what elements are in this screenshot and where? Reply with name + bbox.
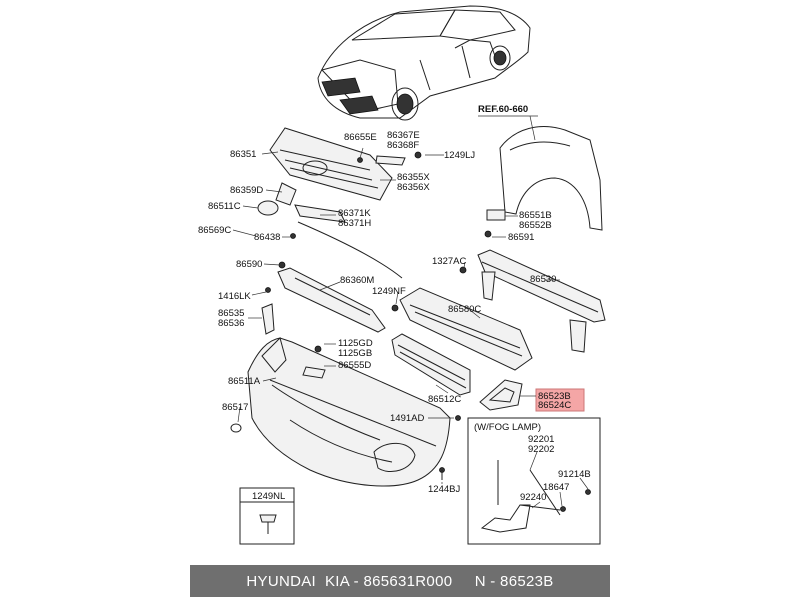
footer-text: HYUNDAI KIA - 865631R000 N - 86523B	[246, 572, 554, 590]
label-1491AD: 1491AD	[390, 413, 424, 424]
label-86536: 86536	[218, 318, 244, 329]
label-86551B: 86551B	[519, 210, 552, 221]
label-86524C: 86524C	[538, 400, 571, 411]
car-illustration	[317, 5, 531, 121]
label-86356X: 86356X	[397, 182, 430, 193]
label-86552B: 86552B	[519, 220, 552, 231]
label-86511A: 86511A	[228, 376, 261, 387]
radiator-grille	[257, 127, 422, 279]
label-1249NL: 1249NL	[252, 491, 285, 502]
bumper-beam	[459, 249, 606, 353]
label-1125GD: 1125GD	[338, 338, 373, 349]
label-86438: 86438	[254, 232, 280, 243]
label-86580C: 86580C	[448, 304, 481, 315]
label-86523B: 86523B	[538, 391, 571, 402]
footer-banner: HYUNDAI KIA - 865631R000 N - 86523B	[190, 565, 610, 597]
label-1249NF: 1249NF	[372, 286, 406, 297]
label-86535: 86535	[218, 308, 244, 319]
label-86367E: 86367E	[387, 130, 420, 141]
label-86360M: 86360M	[340, 275, 374, 286]
label-18647: 18647	[543, 482, 569, 493]
label-86512C: 86512C	[428, 394, 461, 405]
label-92202: 92202	[528, 444, 554, 455]
label-86371H: 86371H	[338, 218, 371, 229]
label-86511C: 86511C	[208, 201, 241, 212]
label-91214B: 91214B	[558, 469, 591, 480]
label-86591: 86591	[508, 232, 534, 243]
energy-absorber	[391, 287, 533, 371]
leader-lines	[232, 147, 589, 509]
label-86530: 86530	[530, 274, 556, 285]
label-1327AC: 1327AC	[432, 256, 466, 267]
label-1125GB: 1125GB	[338, 348, 372, 359]
label-1244BJ: 1244BJ	[428, 484, 460, 495]
side-bracket	[261, 287, 275, 335]
label-86555D: 86555D	[338, 360, 371, 371]
label-86655E: 86655E	[344, 132, 377, 143]
fog-lamp-bezel	[479, 379, 523, 411]
ref-label: REF.60-660	[478, 104, 528, 115]
label-86368F: 86368F	[387, 140, 419, 151]
front-bumper-cover	[230, 337, 461, 487]
clip-box	[239, 487, 295, 545]
label-86371K: 86371K	[338, 208, 371, 219]
label-92201: 92201	[528, 434, 554, 445]
label-1249LJ: 1249LJ	[444, 150, 475, 161]
label-1416LK: 1416LK	[218, 291, 251, 302]
part-labels: REF.60-660 86351 86655E 86367E 86368F 12…	[198, 104, 591, 503]
label-92240: 92240	[520, 492, 546, 503]
fender-ref	[478, 115, 603, 238]
label-86590: 86590	[236, 259, 262, 270]
part-highlight	[535, 388, 585, 412]
lower-grille	[391, 333, 471, 396]
label-86351: 86351	[230, 149, 256, 160]
label-86355X: 86355X	[397, 172, 430, 183]
fog-lamp-title: (W/FOG LAMP)	[474, 422, 541, 433]
label-86359D: 86359D	[230, 185, 263, 196]
upper-bracket	[277, 261, 386, 333]
label-86517: 86517	[222, 402, 248, 413]
label-86569C: 86569C	[198, 225, 231, 236]
fog-lamp-box	[467, 417, 601, 545]
